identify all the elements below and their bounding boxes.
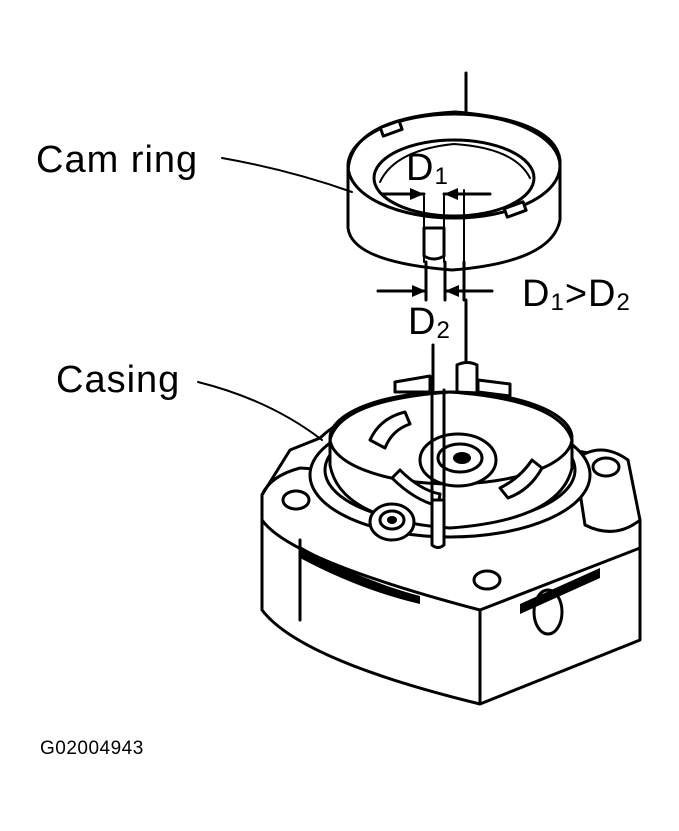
- cam-ring: [346, 71, 562, 272]
- cam-ring-leader: [221, 157, 353, 193]
- casing-label: Casing: [56, 359, 180, 401]
- d2-dimension: [376, 260, 494, 302]
- d2-label: D2: [408, 301, 451, 344]
- figure-code: G02004943: [40, 738, 144, 759]
- casing: [260, 298, 642, 706]
- cam-ring-label: Cam ring: [36, 139, 198, 181]
- casing-leader: [197, 381, 323, 441]
- relation-label: D1>D2: [522, 273, 631, 316]
- d1-label: D1: [406, 147, 449, 190]
